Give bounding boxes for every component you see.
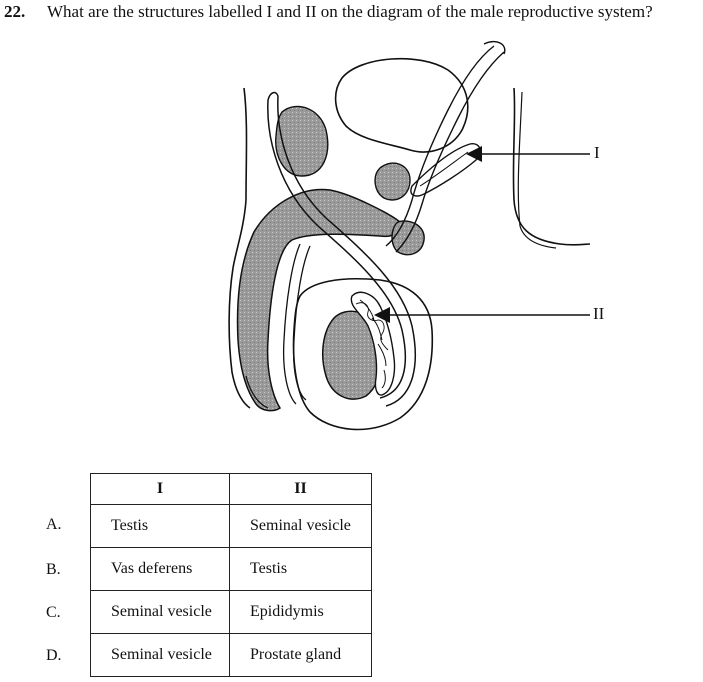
option-b-col1: Vas deferens [90,547,230,591]
answer-table: I II Testis Seminal vesicle Vas deferens… [90,473,372,677]
option-b-col2: Testis [229,547,372,591]
option-d-col1: Seminal vesicle [90,633,230,677]
body-outline-left [228,87,251,409]
option-a-col2: Seminal vesicle [229,504,372,548]
table-row: Vas deferens Testis [90,547,372,591]
scrotum [292,277,434,431]
vas-deferens-outer [267,99,407,399]
vas-deferens-inner [277,95,417,407]
option-c-col1: Seminal vesicle [90,590,230,634]
diagram-label-I: I [594,143,600,162]
table-row: Testis Seminal vesicle [90,504,372,548]
seminal-gland [374,162,411,201]
question-text: What are the structures labelled I and I… [47,2,653,21]
bladder [334,57,469,153]
diagram-label-II: II [593,304,605,323]
table-header-I: I [90,473,230,505]
body-outline-right [512,87,591,246]
table-row: Seminal vesicle Epididymis [90,590,372,634]
table-header-II: II [229,473,372,505]
pubic-bone [275,105,329,177]
question-number: 22. [4,2,26,21]
reproductive-system-diagram [228,40,591,431]
option-c-col2: Epididymis [229,590,372,634]
option-c-letter[interactable]: C. [46,604,61,621]
duct-outer [385,45,495,247]
table-row: Seminal vesicle Prostate gland [90,633,372,677]
table-header-row: I II [90,473,372,505]
prostate-gland [391,220,425,256]
option-d-letter[interactable]: D. [46,647,62,664]
option-b-letter[interactable]: B. [46,561,61,578]
arrow-II-head [374,307,390,323]
option-d-col2: Prostate gland [229,633,372,677]
arrow-I-head [466,146,482,162]
option-a-col1: Testis [90,504,230,548]
urethra [282,243,301,405]
option-a-letter[interactable]: A. [46,516,62,533]
duct-inner [395,51,505,253]
